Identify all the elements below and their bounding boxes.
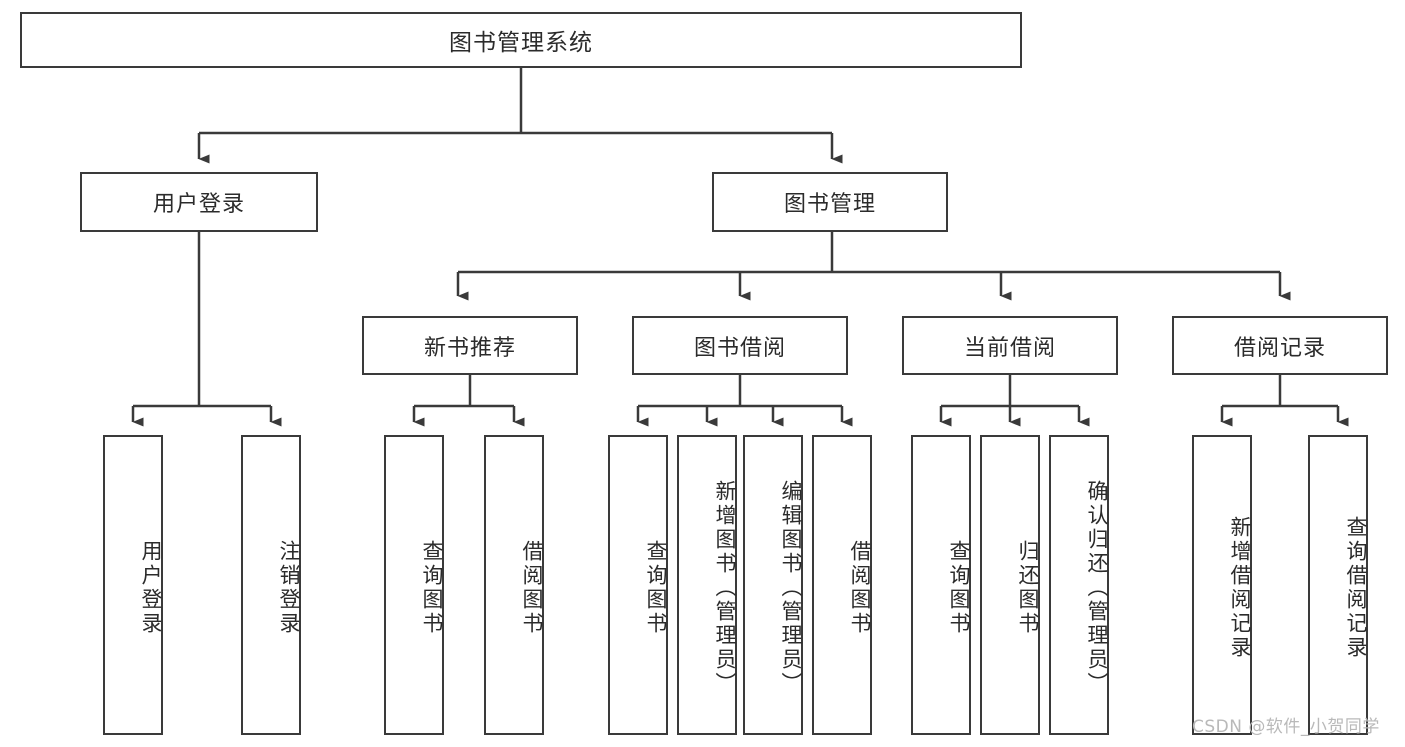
node-label: 当前借阅 [963, 335, 1056, 361]
leaf-return-book[interactable]: 归还图书 [980, 435, 1040, 735]
leaf-borrow-book-recommend[interactable]: 借阅图书 [484, 435, 544, 735]
leaf-query-book-recommend[interactable]: 查询图书 [384, 435, 444, 735]
node-current-borrow[interactable]: 当前借阅 [902, 316, 1118, 375]
node-label: 借阅记录 [1233, 335, 1326, 361]
leaf-query-book-current[interactable]: 查询图书 [911, 435, 971, 735]
node-new-book-recommend[interactable]: 新书推荐 [362, 316, 578, 375]
node-label: 注销登录 [277, 540, 301, 636]
node-label: 查询图书 [644, 540, 668, 636]
leaf-add-book-admin[interactable]: 新增图书（管理员） [677, 435, 737, 735]
node-label: 确认归还（管理员） [1085, 480, 1109, 696]
leaf-add-borrow-record[interactable]: 新增借阅记录 [1192, 435, 1252, 735]
node-label: 编辑图书（管理员） [779, 480, 803, 696]
leaf-query-borrow-record[interactable]: 查询借阅记录 [1308, 435, 1368, 735]
leaf-edit-book-admin[interactable]: 编辑图书（管理员） [743, 435, 803, 735]
node-root-book-management-system[interactable]: 图书管理系统 [20, 12, 1022, 68]
node-label: 图书管理系统 [449, 30, 593, 56]
node-borrow-record[interactable]: 借阅记录 [1172, 316, 1388, 375]
node-label: 图书借阅 [693, 335, 786, 361]
node-label: 查询图书 [420, 540, 444, 636]
csdn-watermark: CSDN @软件_小贺同学 [1192, 717, 1380, 737]
leaf-query-book-borrow[interactable]: 查询图书 [608, 435, 668, 735]
leaf-borrow-book[interactable]: 借阅图书 [812, 435, 872, 735]
leaf-confirm-return-admin[interactable]: 确认归还（管理员） [1049, 435, 1109, 735]
node-label: 新书推荐 [423, 335, 516, 361]
node-book-borrow[interactable]: 图书借阅 [632, 316, 848, 375]
node-label: 借阅图书 [520, 540, 544, 636]
node-label: 用户登录 [139, 540, 163, 636]
node-book-management[interactable]: 图书管理 [712, 172, 948, 232]
node-label: 借阅图书 [848, 540, 872, 636]
node-label: 查询借阅记录 [1344, 516, 1368, 660]
node-label: 用户登录 [152, 192, 245, 217]
node-label: 新增图书（管理员） [713, 480, 737, 696]
node-label: 查询图书 [947, 540, 971, 636]
node-label: 图书管理 [783, 192, 876, 217]
leaf-user-login[interactable]: 用户登录 [103, 435, 163, 735]
leaf-logout[interactable]: 注销登录 [241, 435, 301, 735]
node-label: 新增借阅记录 [1228, 516, 1252, 660]
node-label: 归还图书 [1016, 540, 1040, 636]
node-user-login[interactable]: 用户登录 [80, 172, 318, 232]
